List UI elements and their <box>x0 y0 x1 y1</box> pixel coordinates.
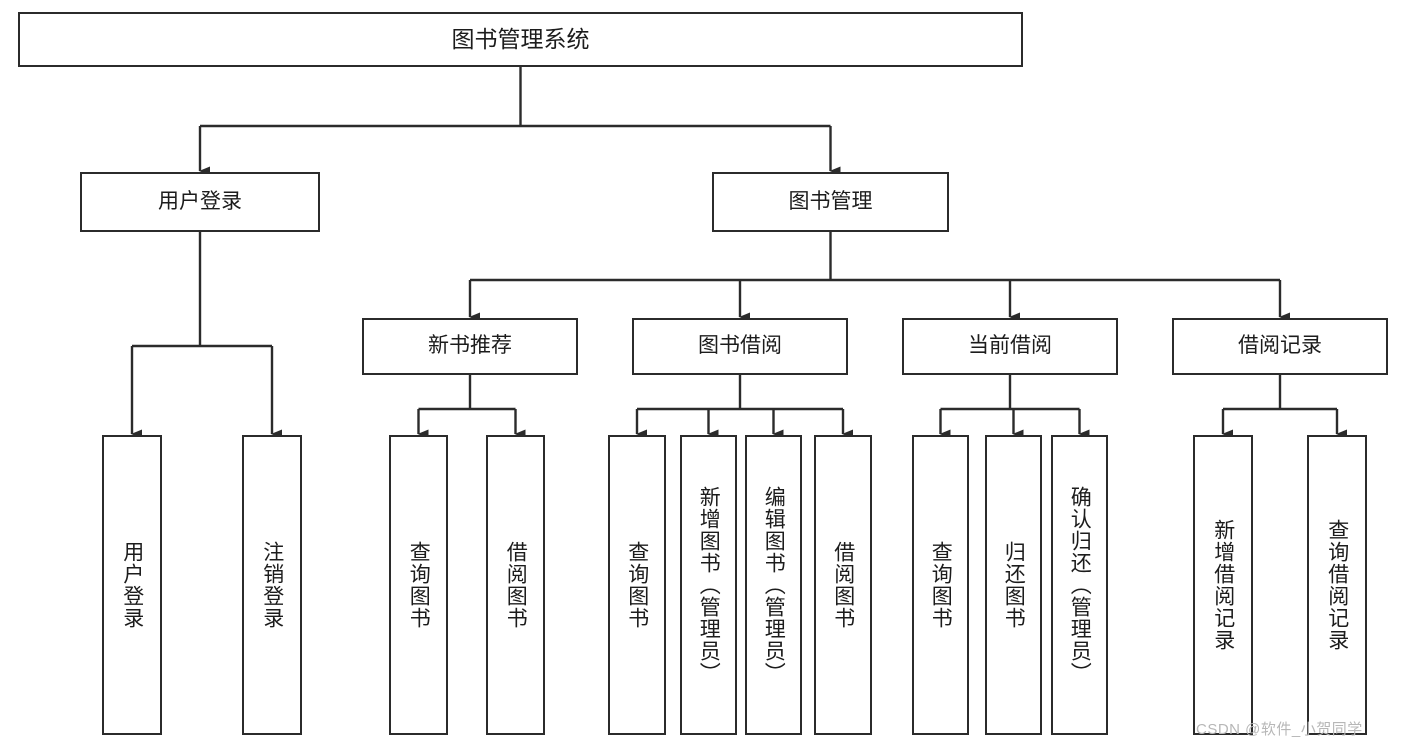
node-borrow: 图书借阅 <box>632 318 848 375</box>
node-leaf9: 查询图书 <box>912 435 969 735</box>
node-label: 新增借阅记录 <box>1211 519 1235 651</box>
node-label: 确认归还（管理员） <box>1068 486 1092 684</box>
node-label: 查询图书 <box>929 541 953 629</box>
node-label: 查询图书 <box>407 541 431 629</box>
node-leaf6: 新增图书（管理员） <box>680 435 737 735</box>
node-leaf11: 确认归还（管理员） <box>1051 435 1108 735</box>
node-bookmgmt: 图书管理 <box>712 172 949 232</box>
node-root: 图书管理系统 <box>18 12 1023 67</box>
node-label: 用户登录 <box>158 189 242 213</box>
node-label: 借阅图书 <box>831 541 855 629</box>
node-label: 归还图书 <box>1002 541 1026 629</box>
node-label: 编辑图书（管理员） <box>762 486 786 684</box>
node-leaf5: 查询图书 <box>608 435 666 735</box>
node-label: 当前借阅 <box>968 334 1052 358</box>
node-leaf3: 查询图书 <box>389 435 448 735</box>
node-label: 图书借阅 <box>698 334 782 358</box>
node-leaf13: 查询借阅记录 <box>1307 435 1367 735</box>
node-label: 新增图书（管理员） <box>697 486 721 684</box>
node-label: 图书管理 <box>788 189 873 213</box>
node-leaf7: 编辑图书（管理员） <box>745 435 802 735</box>
node-leaf4: 借阅图书 <box>486 435 545 735</box>
node-label: 查询图书 <box>625 541 649 629</box>
node-leaf10: 归还图书 <box>985 435 1042 735</box>
node-label: 注销登录 <box>260 541 284 629</box>
node-current: 当前借阅 <box>902 318 1118 375</box>
node-records: 借阅记录 <box>1172 318 1388 375</box>
node-leaf12: 新增借阅记录 <box>1193 435 1253 735</box>
watermark-text: CSDN @软件_小贺同学 <box>1196 721 1363 738</box>
node-label: 借阅记录 <box>1238 334 1322 358</box>
node-label: 借阅图书 <box>504 541 528 629</box>
node-label: 查询借阅记录 <box>1325 519 1349 651</box>
node-label: 用户登录 <box>120 541 144 629</box>
node-label: 图书管理系统 <box>451 26 590 53</box>
node-login: 用户登录 <box>80 172 320 232</box>
node-label: 新书推荐 <box>428 334 512 358</box>
node-newbook: 新书推荐 <box>362 318 578 375</box>
node-leaf2: 注销登录 <box>242 435 302 735</box>
node-leaf1: 用户登录 <box>102 435 162 735</box>
node-leaf8: 借阅图书 <box>814 435 872 735</box>
